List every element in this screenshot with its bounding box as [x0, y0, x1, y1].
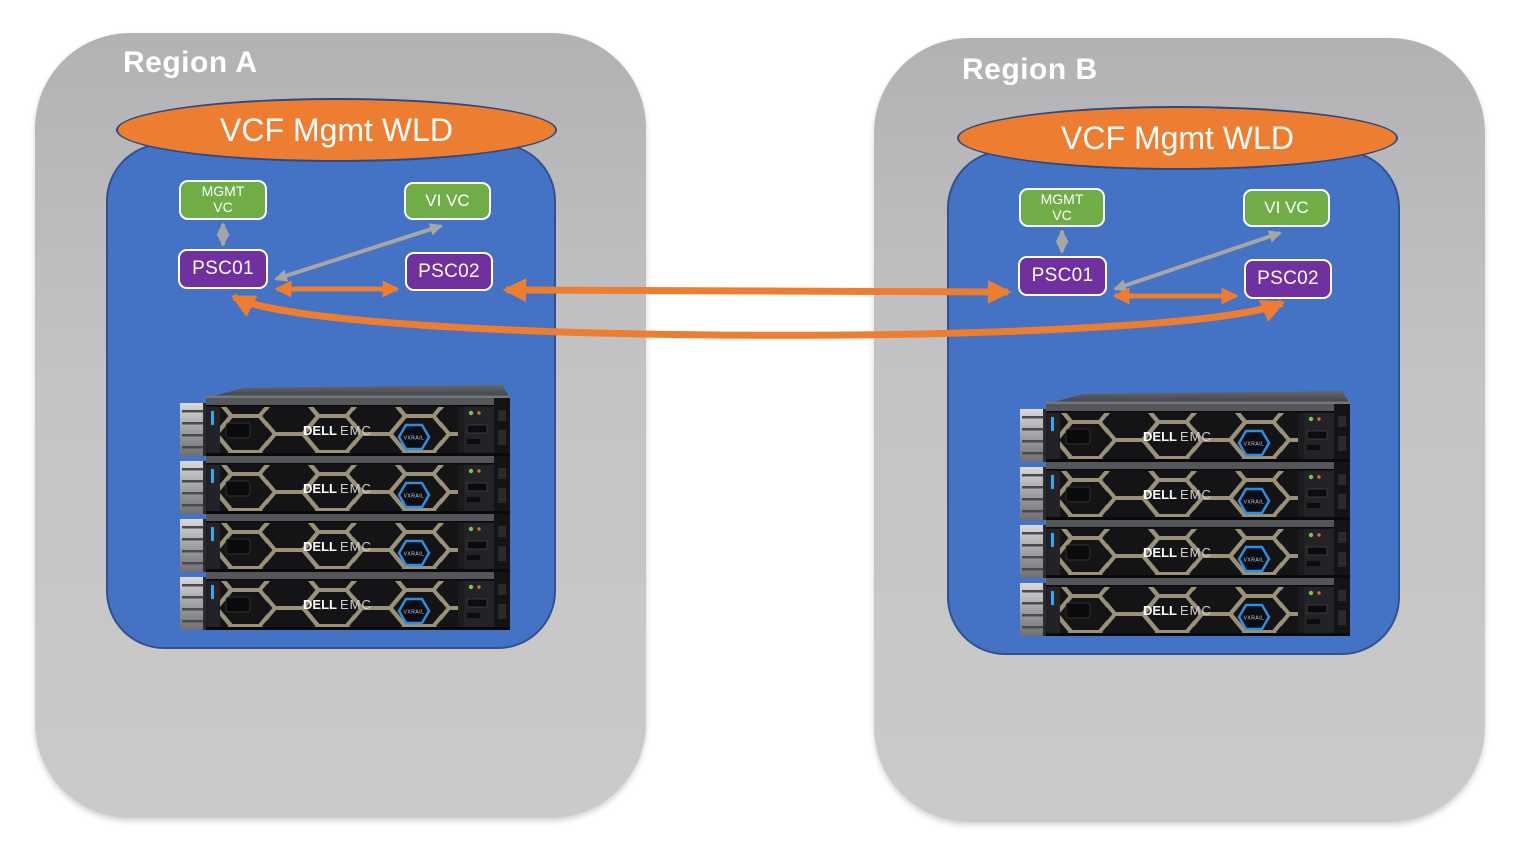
- region-a-wld-ellipse: VCF Mgmt WLD: [116, 98, 557, 162]
- mgmt-vc-label-line2: VC: [213, 199, 233, 215]
- mgmt-vc-label-line1: MGMT: [1040, 190, 1084, 207]
- region-b-wld-label: VCF Mgmt WLD: [1061, 119, 1294, 156]
- region-a-node-psc01: PSC01: [178, 249, 268, 289]
- psc01-label: PSC01: [192, 258, 254, 279]
- region-b-node-psc02: PSC02: [1244, 259, 1332, 299]
- server-stack-region-b: [1020, 391, 1350, 638]
- region-b-title: Region B: [962, 53, 1098, 86]
- vi-vc-label: VI VC: [425, 191, 470, 210]
- server-stack-lid: [206, 385, 510, 398]
- server-stack-region-a: [180, 385, 510, 632]
- region-a-node-psc02: PSC02: [405, 252, 493, 291]
- vi-vc-label: VI VC: [1264, 198, 1309, 217]
- region-a-node-mgmt-vc: MGMT VC: [179, 180, 267, 220]
- region-a-wld-label: VCF Mgmt WLD: [220, 111, 453, 148]
- server-stack-lid: [1046, 391, 1350, 404]
- region-a-title: Region A: [123, 46, 258, 79]
- region-a-node-vi-vc: VI VC: [404, 182, 491, 220]
- region-b-node-vi-vc: VI VC: [1243, 189, 1330, 227]
- mgmt-vc-label-line2: VC: [1052, 206, 1072, 223]
- region-b-wld-ellipse: VCF Mgmt WLD: [957, 106, 1398, 170]
- region-b-node-mgmt-vc: MGMT VC: [1019, 188, 1105, 227]
- psc02-label: PSC02: [418, 260, 480, 282]
- region-b-node-psc01: PSC01: [1018, 256, 1107, 296]
- mgmt-vc-label-line1: MGMT: [201, 183, 245, 200]
- psc01-label: PSC01: [1031, 265, 1094, 286]
- psc02-label: PSC02: [1257, 268, 1319, 289]
